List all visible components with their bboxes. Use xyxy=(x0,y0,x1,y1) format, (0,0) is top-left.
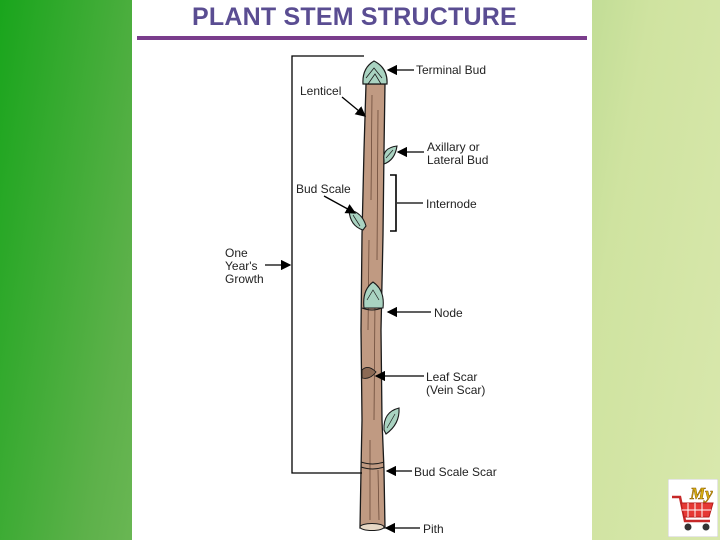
pointer-arrows xyxy=(265,64,431,534)
label-terminal-bud: Terminal Bud xyxy=(416,63,486,77)
node-bud xyxy=(363,281,384,309)
label-bud-scale: Bud Scale xyxy=(296,182,351,196)
label-axillary-bud-line1: Axillary or xyxy=(427,140,480,154)
internode-bracket xyxy=(390,174,397,232)
arrow-lenticel xyxy=(341,96,367,117)
label-bud-scale-scar: Bud Scale Scar xyxy=(414,465,497,479)
label-leaf-scar-line1: Leaf Scar xyxy=(426,370,477,384)
label-pith: Pith xyxy=(423,522,444,536)
axillary-bud xyxy=(383,145,398,165)
arrow-bud-scale xyxy=(323,195,357,214)
label-node: Node xyxy=(434,306,463,320)
terminal-bud xyxy=(362,60,388,85)
title-underline xyxy=(137,36,587,40)
lower-bud xyxy=(383,407,400,435)
label-growth-line2: Year's xyxy=(225,259,258,273)
one-year-bracket xyxy=(291,55,364,474)
label-growth-line3: Growth xyxy=(225,272,264,286)
cart-icon xyxy=(672,495,714,531)
logo-text: My xyxy=(689,484,713,503)
label-growth-line1: One xyxy=(225,246,248,260)
label-internode: Internode xyxy=(426,197,477,211)
label-axillary-bud-line2: Lateral Bud xyxy=(427,153,488,167)
shopping-cart-logo: My xyxy=(668,479,718,537)
label-leaf-scar-line2: (Vein Scar) xyxy=(426,383,485,397)
slide-title: PLANT STEM STRUCTURE xyxy=(192,3,517,31)
label-lenticel: Lenticel xyxy=(300,84,341,98)
